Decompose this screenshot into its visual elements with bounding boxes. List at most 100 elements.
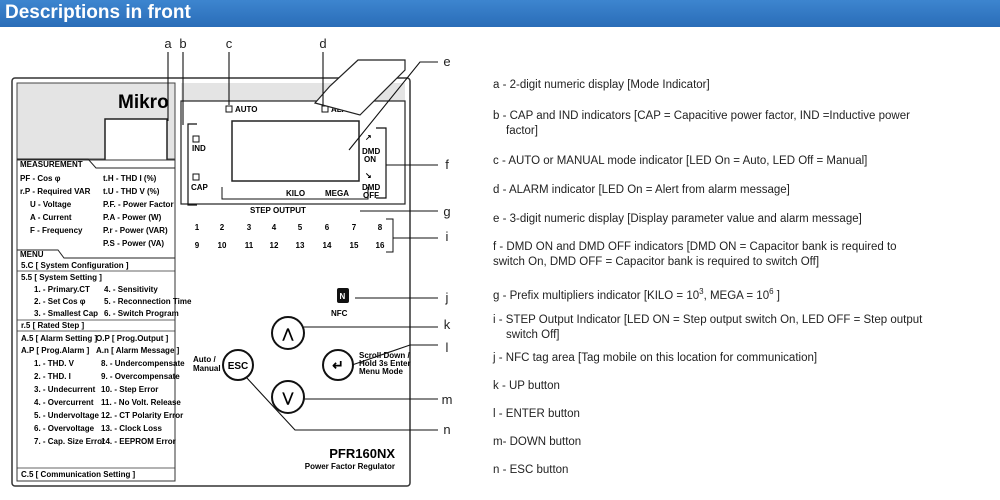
svg-text:A.5 [ Alarm Setting ]: A.5 [ Alarm Setting ] xyxy=(21,334,97,343)
step-row-2: 9 10 11 12 13 14 15 16 xyxy=(195,241,385,250)
callout-k: k xyxy=(444,317,451,332)
up-button[interactable] xyxy=(271,316,305,350)
callout-c: c xyxy=(226,36,233,51)
callout-m: m xyxy=(442,392,453,407)
dmd-off-label-2: OFF xyxy=(363,191,379,200)
step-8: 8 xyxy=(378,223,383,232)
auto-manual-label-2: Manual xyxy=(193,364,221,373)
scroll-label-2: Hold 3s Enter xyxy=(359,359,411,368)
desc-b: b - CAP and IND indicators [CAP = Capaci… xyxy=(493,110,910,137)
cap-label: CAP xyxy=(191,183,209,192)
step-13: 13 xyxy=(296,241,305,250)
callout-n: n xyxy=(443,422,450,437)
step-4: 4 xyxy=(272,223,277,232)
desc-c: c - AUTO or MANUAL mode indicator [LED O… xyxy=(493,155,868,167)
up-arrow-icon: ⋀ xyxy=(282,326,295,341)
desc-g: g - Prefix multipliers indicator [KILO =… xyxy=(493,287,780,302)
desc-d: d - ALARM indicator [LED On = Alert from… xyxy=(493,184,790,196)
title-banner: Descriptions in front xyxy=(0,0,1000,27)
step-14: 14 xyxy=(323,241,332,250)
esc-button[interactable] xyxy=(222,349,254,381)
step-1: 1 xyxy=(195,223,200,232)
svg-text:P.F. - Power Factor: P.F. - Power Factor xyxy=(103,200,174,209)
down-button[interactable] xyxy=(271,380,305,414)
desc-k: k - UP button xyxy=(493,380,560,392)
dmd-on-label-2: ON xyxy=(364,155,376,164)
step-7: 7 xyxy=(352,223,357,232)
step-6: 6 xyxy=(325,223,330,232)
step-12: 12 xyxy=(270,241,279,250)
dmd-off-arrow-icon: ↘ xyxy=(365,171,372,180)
auto-manual-label-1: Auto / xyxy=(193,355,216,364)
svg-text:3. - Smallest Cap: 3. - Smallest Cap xyxy=(34,309,98,318)
cap-led xyxy=(192,173,200,181)
leader-lines xyxy=(167,52,438,431)
step-5: 5 xyxy=(298,223,303,232)
desc-l: l - ENTER button xyxy=(493,408,580,420)
callout-j: j xyxy=(445,290,449,305)
svg-text:5. - Undervoltage: 5. - Undervoltage xyxy=(34,411,99,420)
svg-text:8. - Undercompensate: 8. - Undercompensate xyxy=(101,359,185,368)
callout-letters: a b c d e f g i j k l m n xyxy=(164,36,452,437)
svg-text:A.n [ Alarm Message ]: A.n [ Alarm Message ] xyxy=(96,346,180,355)
svg-text:14. - EEPROM Error: 14. - EEPROM Error xyxy=(101,437,176,446)
desc-n: n - ESC button xyxy=(493,464,569,476)
callout-d: d xyxy=(319,36,326,51)
svg-text:P.r - Power (VAR): P.r - Power (VAR) xyxy=(103,226,168,235)
step-3: 3 xyxy=(247,223,252,232)
svg-text:P.A - Power (W): P.A - Power (W) xyxy=(103,213,162,222)
step-16: 16 xyxy=(376,241,385,250)
svg-text:7. - Cap. Size Error: 7. - Cap. Size Error xyxy=(34,437,105,446)
auto-led xyxy=(225,105,233,113)
callout-f: f xyxy=(445,157,449,172)
measurement-list: PF - Cos φ t.H - THD I (%) r.P - Require… xyxy=(20,174,174,248)
ind-led xyxy=(192,135,200,143)
svg-text:4. - Overcurrent: 4. - Overcurrent xyxy=(34,398,94,407)
desc-i: i - STEP Output Indicator [LED ON = Step… xyxy=(493,314,923,341)
callout-e: e xyxy=(443,54,450,69)
meas-code-pf: PF xyxy=(20,174,30,183)
step-11: 11 xyxy=(245,241,254,250)
enter-icon: ↵ xyxy=(332,357,344,373)
menu-list: 5.C [ System Configuration ] 5.5 [ Syste… xyxy=(17,261,192,479)
svg-text:PF - Cos φ: PF - Cos φ xyxy=(20,174,61,183)
nfc-icon xyxy=(337,288,349,303)
menu-title: MENU xyxy=(20,250,44,259)
svg-text:4. - Sensitivity: 4. - Sensitivity xyxy=(104,285,158,294)
model-subtitle: Power Factor Regulator xyxy=(305,462,395,471)
svg-text:A.P [ Prog.Alarm ]: A.P [ Prog.Alarm ] xyxy=(21,346,90,355)
svg-text:6. - Switch Program: 6. - Switch Program xyxy=(104,309,179,318)
svg-text:P.S - Power (VA): P.S - Power (VA) xyxy=(103,239,164,248)
svg-text:12. - CT Polarity Error: 12. - CT Polarity Error xyxy=(101,411,183,420)
main-numeric-display xyxy=(231,120,360,182)
svg-text:1. - THD. V: 1. - THD. V xyxy=(34,359,75,368)
svg-text:10. - Step Error: 10. - Step Error xyxy=(101,385,158,394)
svg-text:U - Voltage: U - Voltage xyxy=(30,200,72,209)
dmd-on-label-1: DMD xyxy=(362,147,380,156)
callout-b: b xyxy=(179,36,186,51)
svg-text:t.H - THD I (%): t.H - THD I (%) xyxy=(103,174,157,183)
auto-label: AUTO xyxy=(235,105,258,114)
svg-text:11. - No Volt. Release: 11. - No Volt. Release xyxy=(101,398,181,407)
svg-text:t.U - THD V (%): t.U - THD V (%) xyxy=(103,187,160,196)
svg-text:1. - Primary.CT: 1. - Primary.CT xyxy=(34,285,90,294)
callout-l: l xyxy=(446,340,449,355)
desc-f: f - DMD ON and DMD OFF indicators [DMD O… xyxy=(493,241,897,268)
dmd-off-label-1: DMD xyxy=(362,183,380,192)
down-arrow-icon: ⋁ xyxy=(282,390,295,405)
mega-label: MEGA xyxy=(325,189,349,198)
mode-indicator-display xyxy=(104,118,168,166)
alarm-led xyxy=(321,105,329,113)
desc-e: e - 3-digit numeric display [Display par… xyxy=(493,213,862,225)
desc-m: m- DOWN button xyxy=(493,436,582,448)
step-10: 10 xyxy=(218,241,227,250)
measurement-title: MEASUREMENT xyxy=(20,160,83,169)
svg-text:2. - THD. I: 2. - THD. I xyxy=(34,372,71,381)
kilo-label: KILO xyxy=(286,189,305,198)
svg-text:3. - Undecurrent: 3. - Undecurrent xyxy=(34,385,96,394)
model-name: PFR160NX xyxy=(329,446,395,461)
svg-text:9. - Overcompensate: 9. - Overcompensate xyxy=(101,372,180,381)
step-row-1: 1 2 3 4 5 6 7 8 xyxy=(195,223,383,232)
callout-i: i xyxy=(446,229,449,244)
